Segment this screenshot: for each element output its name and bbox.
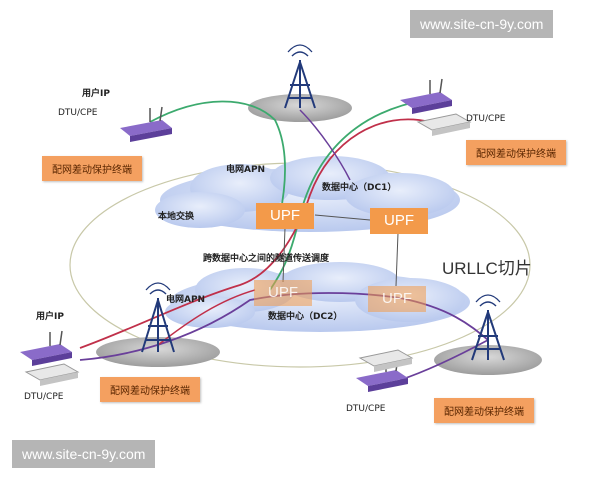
watermark-bottom: www.site-cn-9y.com: [12, 440, 156, 468]
dc2-label: 数据中心（DC2）: [268, 312, 343, 322]
purple-link-top: [299, 109, 351, 181]
terminal-bottom-left: 配网差动保护终端: [100, 377, 200, 402]
dtu-top-left-label: DTU/CPE: [58, 108, 98, 118]
router-bottom-right-icon: [356, 349, 414, 392]
router-top-left-icon: [120, 106, 172, 142]
tower-right-icon: [471, 294, 505, 361]
dtu-bottom-right-label: DTU/CPE: [346, 404, 386, 414]
green-link-right: [269, 99, 426, 291]
terminal-top-left: 配网差动保护终端: [42, 156, 142, 181]
tower-top-icon: [284, 44, 316, 109]
green-link: [149, 100, 286, 216]
terminal-bottom-right: 配网差动保护终端: [434, 398, 534, 423]
terminal-top-right: 配网差动保护终端: [466, 140, 566, 165]
red-link-left: [157, 289, 256, 346]
tower-left-icon: [141, 282, 175, 353]
upf-link-h: [314, 214, 371, 221]
apn-top-label: 电网APN: [226, 165, 266, 175]
apn-bottom-label: 电网APN: [166, 295, 206, 305]
urllc-slice-label: URLLC切片: [442, 259, 532, 278]
user-ip-top-label: 用户IP: [82, 89, 110, 99]
upf-dc2-right: UPF: [368, 286, 426, 312]
dc1-label: 数据中心（DC1）: [322, 183, 397, 193]
upf-dc2-left: UPF: [254, 280, 312, 306]
watermark-top: www.site-cn-9y.com: [410, 10, 554, 38]
upf-link-v2: [395, 232, 399, 287]
local-exchange-label: 本地交换: [158, 212, 195, 222]
purple-link-right: [399, 339, 489, 381]
dtu-top-right-label: DTU/CPE: [466, 114, 506, 124]
red-link-top: [79, 118, 431, 349]
upf-dc1-right: UPF: [370, 208, 428, 234]
dtu-bottom-left-label: DTU/CPE: [24, 392, 64, 402]
upf-link-v1: [282, 227, 286, 283]
router-top-right-icon: [400, 78, 472, 136]
router-bottom-left-icon: [20, 330, 80, 386]
upf-dc1-left: UPF: [256, 203, 314, 229]
dc1-cloud: [155, 156, 460, 232]
user-ip-bottom-label: 用户IP: [36, 312, 64, 322]
cross-dc-label: 跨数据中心之间的隧道传送调度: [203, 254, 330, 264]
